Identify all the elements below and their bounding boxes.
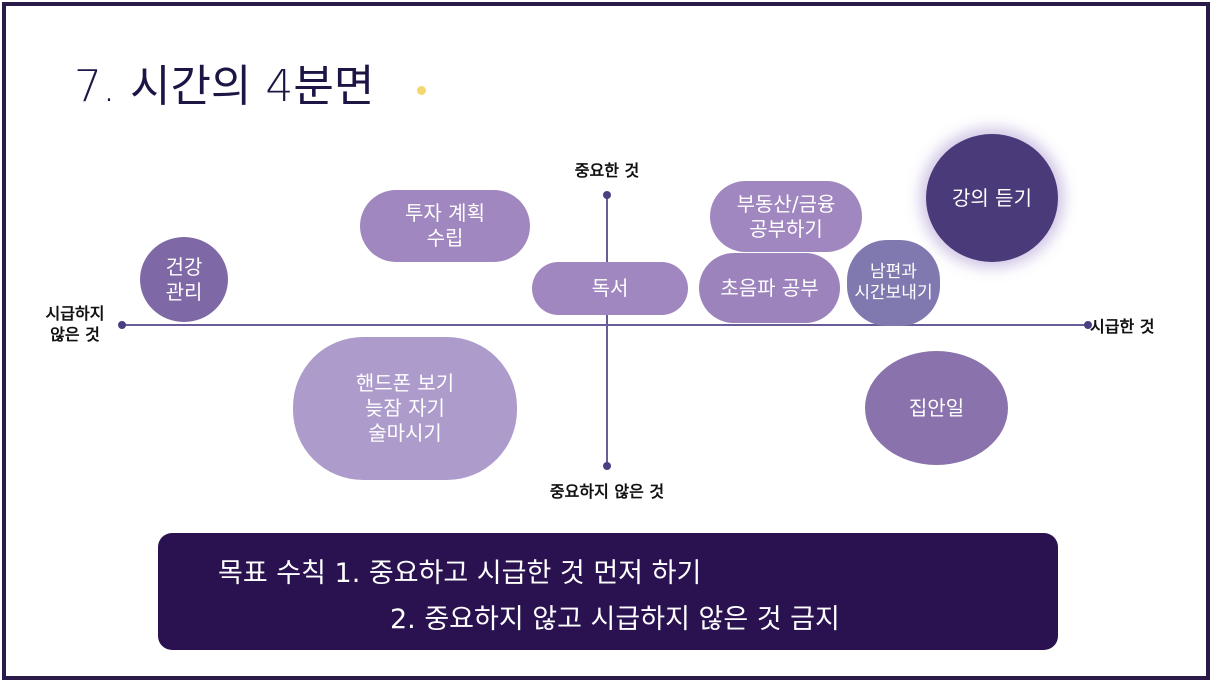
goal-rule-1: 목표 수칙 1. 중요하고 시급한 것 먼저 하기 xyxy=(218,558,702,589)
axis-label-not-urgent: 시급하지 않은 것 xyxy=(45,304,105,344)
item-phone-sleep-drink: 핸드폰 보기 늦잠 자기 술마시기 xyxy=(293,337,517,480)
axis-label-urgent: 시급한 것 xyxy=(1090,317,1155,336)
item-reading: 독서 xyxy=(532,262,688,315)
item-lectures: 강의 듣기 xyxy=(926,134,1058,262)
goal-rules-box: 목표 수칙 1. 중요하고 시급한 것 먼저 하기 2. 중요하지 않고 시급하… xyxy=(158,533,1058,650)
axis-label-not-important: 중요하지 않은 것 xyxy=(549,482,665,501)
axis-endpoint-top xyxy=(603,191,611,199)
item-investment-plan: 투자 계획 수립 xyxy=(360,190,530,262)
goal-rule-2: 2. 중요하지 않고 시급하지 않은 것 금지 xyxy=(390,604,840,635)
slide-title: 7. 시간의 4분면 xyxy=(74,61,375,112)
vertical-axis xyxy=(606,195,608,467)
axis-label-important: 중요한 것 xyxy=(574,161,640,180)
horizontal-axis xyxy=(122,324,1088,326)
axis-endpoint-bottom xyxy=(603,462,611,470)
item-housework: 집안일 xyxy=(865,351,1008,465)
axis-endpoint-left xyxy=(118,321,126,329)
title-accent-dot xyxy=(417,86,426,95)
item-health: 건강 관리 xyxy=(140,237,228,322)
axis-endpoint-right xyxy=(1084,321,1092,329)
item-realestate-study: 부동산/금융 공부하기 xyxy=(710,181,862,252)
item-ultrasound-study: 초음파 공부 xyxy=(699,253,840,323)
item-time-with-husband: 남편과 시간보내기 xyxy=(847,240,940,326)
